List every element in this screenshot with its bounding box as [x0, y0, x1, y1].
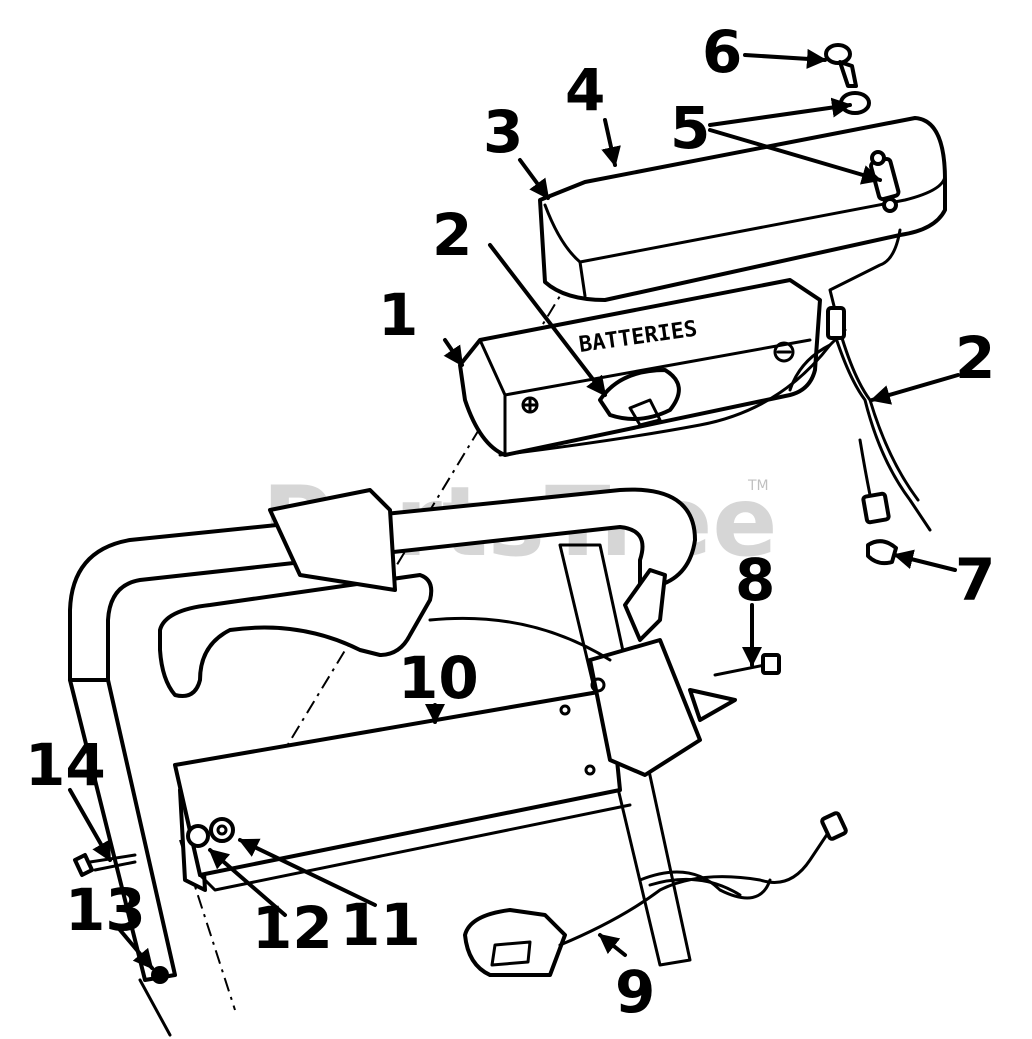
callout-2-harness: 2 [955, 324, 995, 392]
battery-harness [498, 328, 847, 457]
ignition-switch [869, 150, 901, 213]
switch-nut [839, 91, 871, 115]
leader-2-battery [488, 243, 607, 397]
key [824, 43, 858, 88]
callout-4: 4 [565, 56, 605, 124]
wire-harness [826, 306, 932, 532]
callout-1: 1 [378, 281, 418, 349]
callout-7: 7 [955, 546, 995, 614]
leader-5-switch [708, 128, 882, 185]
leader-13 [118, 928, 154, 970]
callout-13: 13 [65, 876, 146, 944]
leader-14 [68, 788, 112, 862]
callout-12: 12 [252, 894, 333, 962]
callout-14: 14 [25, 731, 106, 799]
leader-1 [443, 338, 464, 367]
leader-2-harness [870, 373, 960, 405]
leader-4 [601, 118, 621, 167]
callout-labels: 1 2 2 3 4 5 6 7 8 9 10 11 12 13 14 [25, 18, 995, 1026]
leader-7 [893, 549, 957, 572]
battery-cover [538, 116, 947, 312]
leader-12 [208, 848, 287, 917]
screw [713, 653, 781, 677]
battery-box: BATTERIES [458, 278, 822, 457]
leader-9 [598, 933, 627, 957]
leader-6 [743, 48, 827, 69]
leader-3 [518, 158, 550, 200]
callout-5: 5 [670, 94, 710, 162]
callout-2-battery: 2 [432, 201, 472, 269]
watermark-trademark: TM [747, 478, 769, 494]
leader-lines [68, 48, 960, 970]
fasteners [73, 817, 235, 984]
leader-5-nut [708, 97, 852, 127]
callout-6: 6 [702, 18, 742, 86]
charger [463, 811, 848, 977]
control-plate [173, 688, 632, 892]
nut [151, 966, 169, 984]
callout-10: 10 [398, 644, 479, 712]
connector [866, 539, 898, 566]
callout-8: 8 [735, 546, 775, 614]
bail-bracket [428, 568, 737, 777]
callout-11: 11 [340, 891, 421, 959]
callout-3: 3 [483, 98, 523, 166]
leader-11 [238, 838, 377, 907]
callout-9: 9 [615, 958, 655, 1026]
